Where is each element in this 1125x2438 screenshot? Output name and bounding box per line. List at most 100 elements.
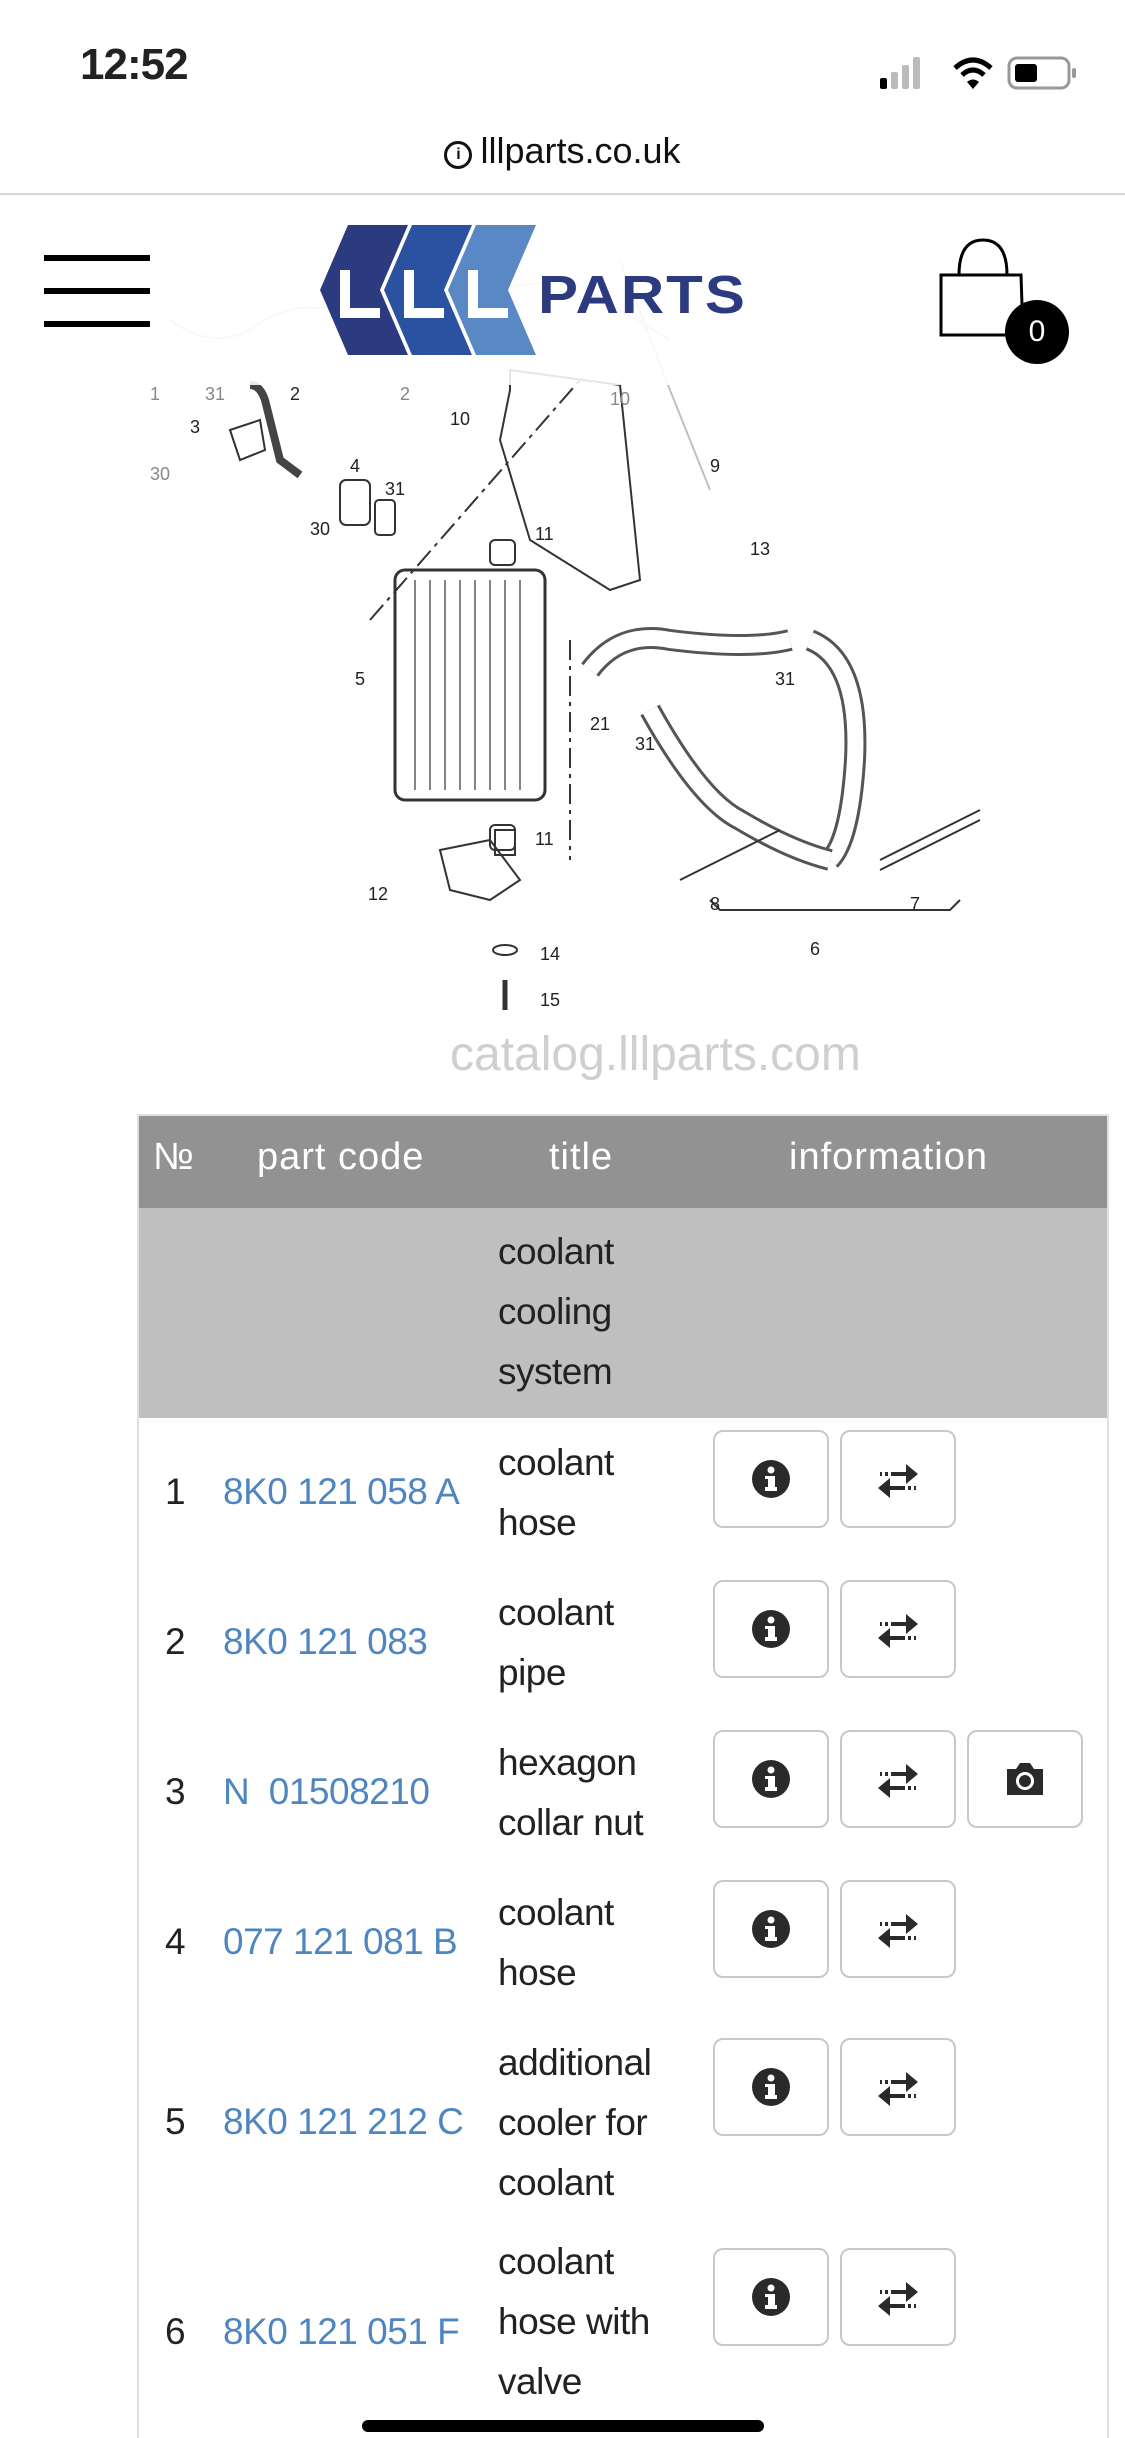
row-number: 5 xyxy=(165,2101,186,2142)
info-button[interactable] xyxy=(713,1430,829,1528)
svg-text:10: 10 xyxy=(610,389,630,409)
col-part-code: part code xyxy=(257,1136,425,1178)
exchange-arrows-icon xyxy=(878,1464,918,1498)
svg-text:31: 31 xyxy=(385,479,405,499)
svg-text:6: 6 xyxy=(810,939,820,959)
home-indicator xyxy=(362,2420,764,2432)
exchange-arrows-icon xyxy=(878,2072,918,2106)
camera-icon xyxy=(1007,1763,1043,1795)
cart-count-badge[interactable]: 0 xyxy=(1005,300,1069,364)
svg-text:5: 5 xyxy=(355,669,365,689)
battery-icon xyxy=(1007,56,1076,90)
replacement-button[interactable] xyxy=(840,1430,956,1528)
row-number: 1 xyxy=(165,1471,186,1512)
exchange-arrows-icon xyxy=(878,1614,918,1648)
info-icon xyxy=(752,2278,790,2316)
col-information: information xyxy=(789,1136,988,1178)
exchange-arrows-icon xyxy=(878,2282,918,2316)
svg-text:2: 2 xyxy=(400,384,410,404)
table-header: № part code title information xyxy=(139,1116,1107,1208)
replacement-button[interactable] xyxy=(840,2248,956,2346)
row-number: 4 xyxy=(165,1921,186,1962)
status-icons xyxy=(880,56,1076,90)
info-icon xyxy=(752,1760,790,1798)
info-icon[interactable]: i xyxy=(444,141,473,169)
status-time: 12:52 xyxy=(80,40,189,89)
part-code-link[interactable]: 8K0 121 083 xyxy=(223,1621,428,1662)
row-number: 6 xyxy=(165,2311,186,2352)
part-code-link[interactable]: 8K0 121 051 F xyxy=(223,2311,460,2352)
svg-text:2: 2 xyxy=(290,384,300,404)
svg-text:31: 31 xyxy=(635,734,655,754)
svg-text:3: 3 xyxy=(190,417,200,437)
svg-text:30: 30 xyxy=(310,519,330,539)
info-button[interactable] xyxy=(713,2248,829,2346)
cellular-signal-icon xyxy=(880,57,920,89)
svg-text:7: 7 xyxy=(910,894,920,914)
hamburger-menu-icon[interactable] xyxy=(44,255,150,329)
info-button[interactable] xyxy=(713,1730,829,1828)
url-text: lllparts.co.uk xyxy=(480,130,681,171)
col-number: № xyxy=(153,1136,195,1178)
info-button[interactable] xyxy=(713,1880,829,1978)
watermark: catalog.lllparts.com xyxy=(450,1028,861,1081)
parts-diagram: 1 31 2 30 10 3 2 4 31 30 10 9 11 13 5 31… xyxy=(150,259,981,1081)
svg-text:PARTS: PARTS xyxy=(538,265,747,326)
svg-text:4: 4 xyxy=(350,456,360,476)
row-number: 3 xyxy=(165,1771,186,1812)
svg-text:31: 31 xyxy=(205,384,225,404)
replacement-button[interactable] xyxy=(840,1880,956,1978)
replacement-button[interactable] xyxy=(840,1580,956,1678)
svg-text:30: 30 xyxy=(150,464,170,484)
part-code-link[interactable]: 077 121 081 B xyxy=(223,1921,458,1962)
exchange-arrows-icon xyxy=(878,1914,918,1948)
svg-text:9: 9 xyxy=(710,456,720,476)
svg-text:11: 11 xyxy=(535,524,554,544)
info-button[interactable] xyxy=(713,1580,829,1678)
info-icon xyxy=(752,2068,790,2106)
col-title: title xyxy=(549,1136,614,1178)
row-number: 2 xyxy=(165,1621,186,1662)
replacement-button[interactable] xyxy=(840,1730,956,1828)
svg-text:10: 10 xyxy=(450,409,470,429)
svg-text:15: 15 xyxy=(540,990,560,1010)
part-code-link[interactable]: 8K0 121 058 A xyxy=(223,1471,460,1512)
info-icon xyxy=(752,1460,790,1498)
photo-button[interactable] xyxy=(967,1730,1083,1828)
part-code-link[interactable]: 8K0 121 212 C xyxy=(223,2101,464,2142)
exchange-arrows-icon xyxy=(878,1764,918,1798)
info-icon xyxy=(752,1910,790,1948)
status-bar: 12:52 xyxy=(0,0,1125,120)
wifi-icon xyxy=(953,57,993,89)
part-code-link[interactable]: N 01508210 xyxy=(223,1771,430,1812)
info-button[interactable] xyxy=(713,2038,829,2136)
svg-text:31: 31 xyxy=(775,669,795,689)
svg-text:13: 13 xyxy=(750,539,770,559)
svg-text:12: 12 xyxy=(368,884,388,904)
replacement-button[interactable] xyxy=(840,2038,956,2136)
logo[interactable]: PARTS xyxy=(320,225,810,355)
svg-text:8: 8 xyxy=(710,894,720,914)
info-icon xyxy=(752,1610,790,1648)
svg-text:11: 11 xyxy=(535,829,554,849)
svg-text:14: 14 xyxy=(540,944,560,964)
site-header: PARTS xyxy=(0,195,1125,385)
svg-text:21: 21 xyxy=(590,714,610,734)
svg-text:1: 1 xyxy=(150,384,160,404)
